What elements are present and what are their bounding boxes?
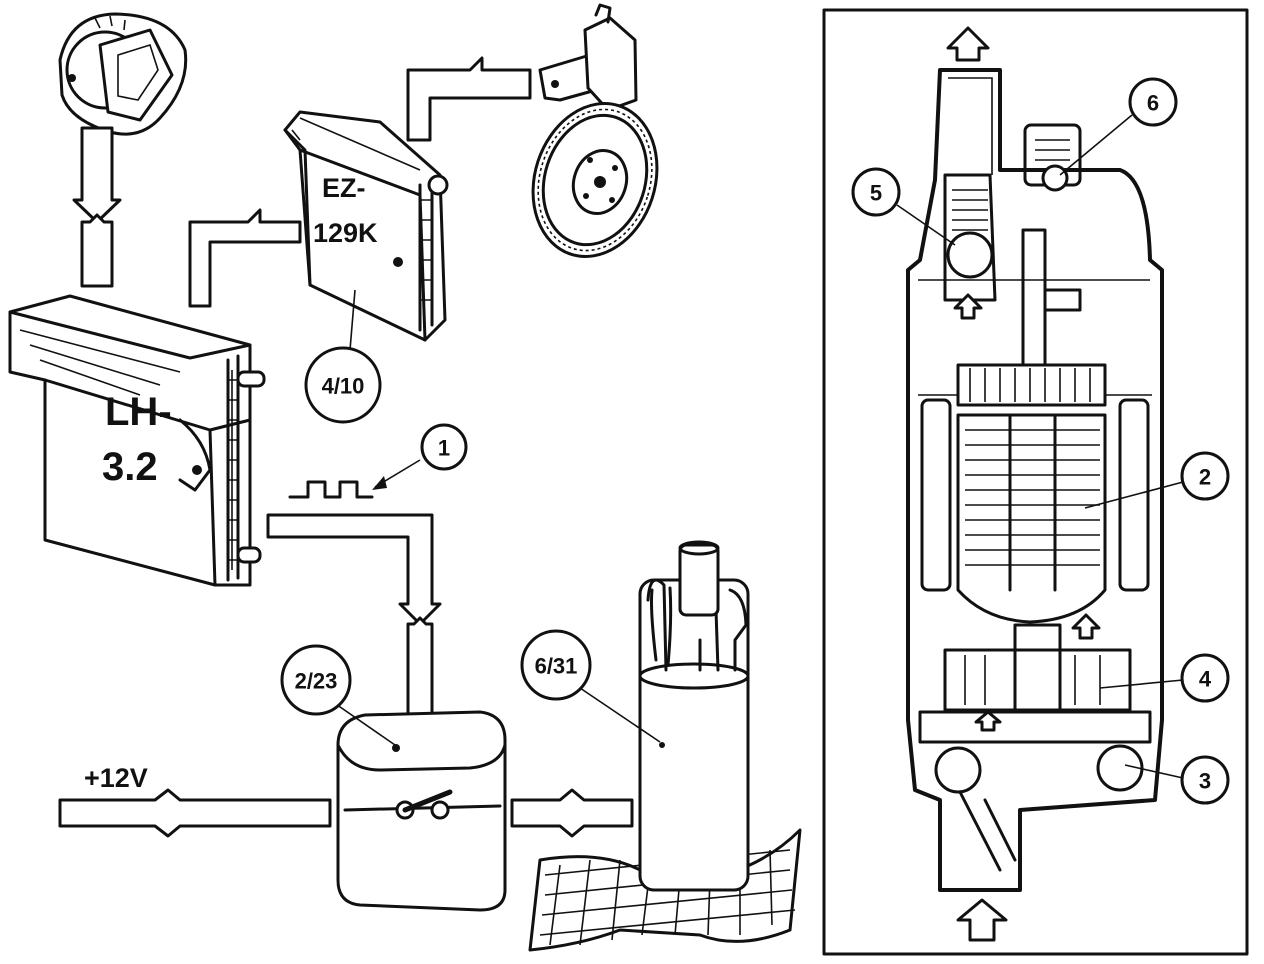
fuel-pump: 6/31 bbox=[520, 540, 802, 952]
callout-2-23: 2/23 bbox=[295, 669, 338, 694]
callout-1: 1 bbox=[438, 436, 450, 461]
ez-to-lh-arrow bbox=[188, 208, 302, 308]
svg-text:5: 5 bbox=[870, 181, 882, 206]
relay-to-pump-arrow bbox=[510, 788, 634, 838]
ez-label-line2: 129K bbox=[313, 218, 378, 248]
fuel-pump-relay: 2/23 bbox=[280, 644, 507, 912]
sensor-to-ez-arrow bbox=[406, 56, 532, 142]
callout-4-10: 4/10 bbox=[304, 289, 382, 424]
lh-label-line1: LH- bbox=[105, 390, 172, 434]
svg-text:2: 2 bbox=[1199, 465, 1211, 490]
ecu-to-relay-arrow bbox=[266, 513, 442, 717]
ez-label-line1: EZ- bbox=[322, 173, 366, 203]
crank-sensor-flywheel bbox=[531, 3, 659, 258]
pump-cutaway-panel bbox=[822, 8, 1249, 956]
callout-2: 2 bbox=[1084, 451, 1230, 509]
callout-6-31: 6/31 bbox=[535, 654, 578, 679]
lh-control-unit: LH- 3.2 bbox=[8, 294, 266, 587]
callout-3: 3 bbox=[1124, 755, 1230, 805]
svg-text:6: 6 bbox=[1147, 91, 1159, 116]
lh-label-line2: 3.2 bbox=[102, 445, 158, 489]
switch-to-ecu-arrow bbox=[72, 126, 122, 288]
svg-text:3: 3 bbox=[1199, 769, 1211, 794]
svg-text:4/10: 4/10 bbox=[322, 374, 365, 399]
svg-text:4: 4 bbox=[1199, 667, 1212, 692]
signal-pulse: 1 bbox=[288, 423, 468, 499]
supply-label: +12V bbox=[84, 763, 148, 793]
callout-5: 5 bbox=[851, 167, 956, 246]
supply-arrow: +12V bbox=[58, 763, 332, 838]
callout-4: 4 bbox=[1099, 653, 1230, 703]
callout-6: 6 bbox=[1059, 77, 1178, 176]
ignition-switch bbox=[58, 12, 188, 136]
ez-control-unit: EZ- 129K bbox=[283, 110, 449, 342]
